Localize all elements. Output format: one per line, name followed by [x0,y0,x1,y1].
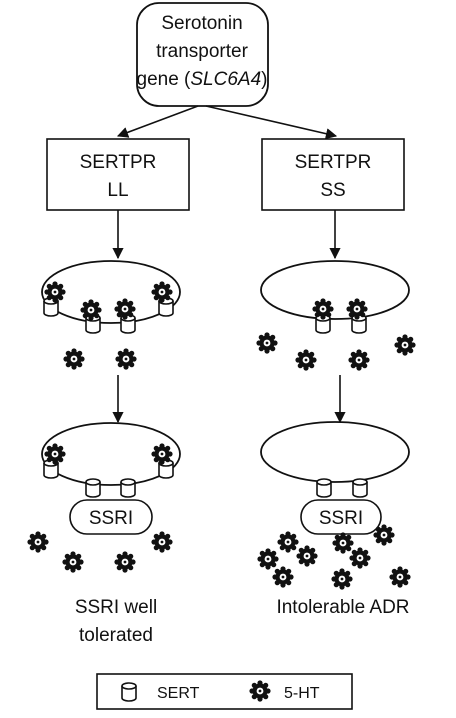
sert-icon [352,478,368,498]
arrow-gene-to-left [116,105,199,138]
serotonin-molecule-icon [44,281,66,303]
serotonin-molecule-icon [332,532,354,554]
genotype-right-line2: SS [320,180,345,201]
serotonin-molecule-icon [394,334,416,356]
cell-left-treated [41,422,181,486]
serotonin-molecule-icon [27,531,49,553]
serotonin-molecule-icon [256,332,278,354]
serotonin-molecule-icon [114,298,136,320]
outcome-left-line1: SSRI well [75,597,157,618]
gene-label-line1: Serotonin [161,13,242,34]
serotonin-molecule-icon [62,551,84,573]
outcome-right-label: Intolerable ADR [276,597,409,618]
ssri-label-left: SSRI [89,508,133,529]
cell-right-baseline [260,260,410,320]
serotonin-molecule-icon [151,281,173,303]
serotonin-molecule-icon [272,566,294,588]
gene-label-line3: gene (SLC6A4) [137,69,268,90]
legend-sert-label: SERT [157,685,200,702]
serotonin-molecule-icon [295,349,317,371]
gene-label-line2: transporter [156,41,249,62]
sert-icon [120,478,136,498]
serotonin-molecule-icon [312,298,334,320]
serotonin-molecule-icon [114,551,136,573]
ssri-label-right: SSRI [319,508,363,529]
outcome-left-line2: tolerated [79,625,153,646]
serotonin-molecule-icon [115,348,137,370]
gene-box [136,2,269,107]
serotonin-molecule-icon [257,548,279,570]
serotonin-molecule-icon [277,531,299,553]
serotonin-molecule-icon [151,531,173,553]
sert-icon [316,478,332,498]
serotonin-molecule-icon [44,443,66,465]
genotype-left-line2: LL [107,180,128,201]
ssri-capsule-left [69,499,153,535]
serotonin-molecule-icon [349,547,371,569]
genotype-right-line1: SERTPR [295,152,372,173]
serotonin-molecule-icon [389,566,411,588]
genotype-box-left [46,138,190,211]
cell-left-baseline [41,260,181,324]
serotonin-molecule-icon [373,524,395,546]
legend-ht-label: 5-HT [284,685,320,702]
serotonin-molecule-icon [348,349,370,371]
sert-legend-icon [121,682,137,702]
sert-icon [85,478,101,498]
cell-right-treated [260,421,410,483]
serotonin-molecule-icon [80,299,102,321]
serotonin-legend-icon [249,680,271,702]
genotype-left-line1: SERTPR [80,152,157,173]
arrow-gene-to-right [205,105,338,140]
serotonin-molecule-icon [151,443,173,465]
serotonin-molecule-icon [296,545,318,567]
genotype-box-right [261,138,405,211]
serotonin-molecule-icon [63,348,85,370]
serotonin-molecule-icon [331,568,353,590]
legend-box [96,673,353,710]
serotonin-molecule-icon [346,298,368,320]
